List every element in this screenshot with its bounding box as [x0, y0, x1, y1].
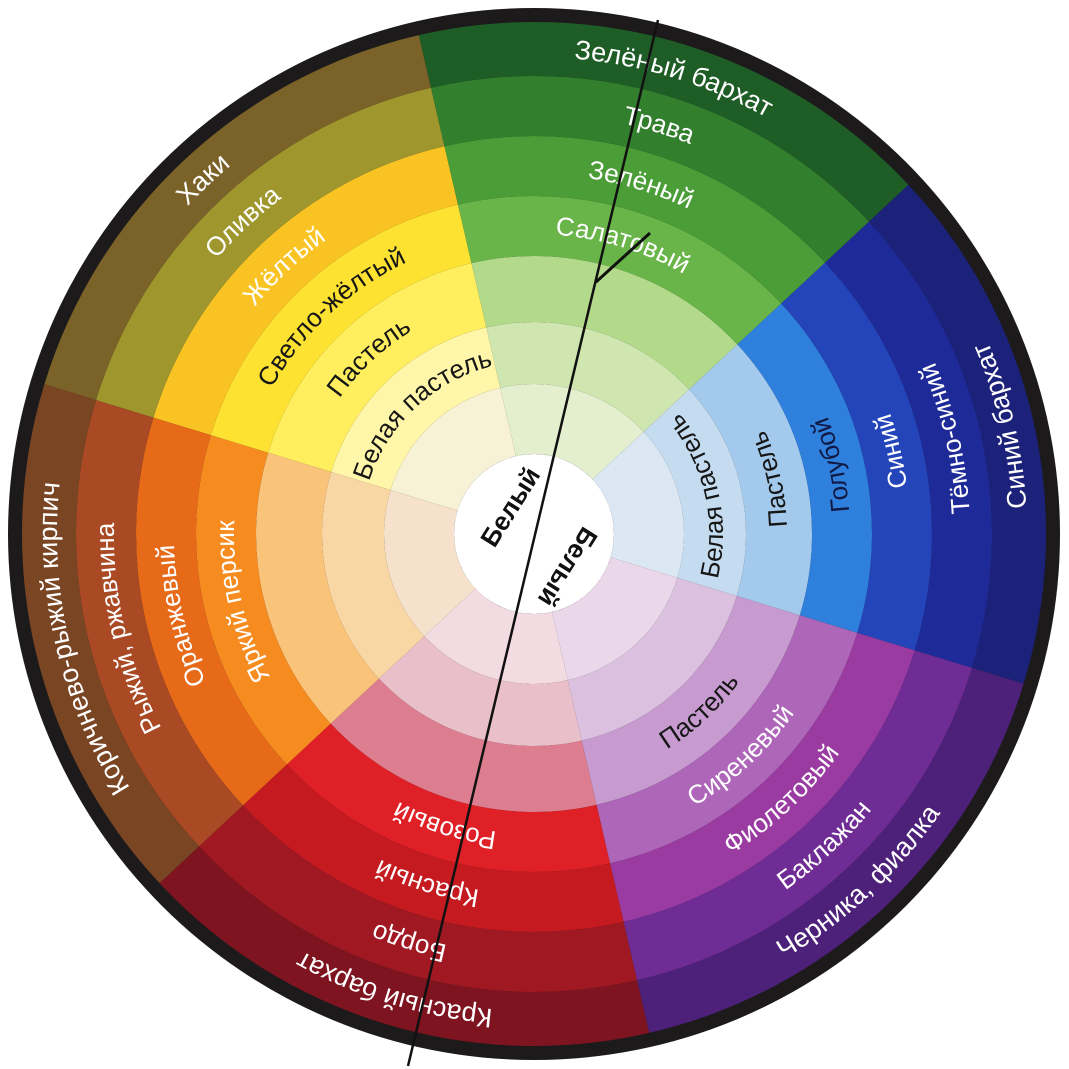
ring-band-yellow-4: [210, 204, 472, 453]
ring-band-yellow-7: [44, 35, 431, 401]
ring-band-green-7: [418, 21, 909, 222]
ring-band-blue-1: [592, 431, 684, 578]
ring-band-green-4: [457, 196, 782, 345]
ring-band-violet-6: [623, 650, 972, 981]
ring-band-red-7: [159, 846, 650, 1046]
ring-band-yellow-6: [96, 87, 445, 418]
ring-band-blue-2: [643, 389, 746, 596]
color-rings: [21, 21, 1046, 1046]
ring-band-violet-5: [610, 632, 915, 922]
ring-band-blue-6: [825, 221, 992, 668]
ring-band-green-1: [500, 384, 644, 480]
ring-band-green-6: [430, 76, 869, 263]
ring-band-yellow-1: [390, 387, 517, 511]
ring-band-violet-7: [637, 667, 1024, 1033]
ring-band-green-3: [471, 255, 738, 390]
ring-band-orange-7: [21, 384, 200, 884]
ring-band-red-6: [199, 805, 638, 992]
ring-band-red-4: [286, 723, 611, 872]
ring-band-red-1: [424, 588, 568, 684]
ring-band-yellow-3: [268, 263, 487, 473]
ring-band-violet-3: [581, 595, 800, 805]
ring-band-orange-6: [75, 400, 243, 847]
ring-band-orange-1: [383, 490, 476, 637]
ring-band-green-2: [486, 322, 690, 432]
ring-band-blue-4: [737, 303, 872, 633]
ring-band-red-2: [378, 636, 582, 747]
ring-band-violet-2: [567, 577, 737, 741]
ring-band-red-5: [242, 764, 624, 932]
ring-band-blue-5: [781, 262, 933, 651]
ring-band-blue-3: [689, 344, 813, 616]
ring-band-green-5: [444, 136, 826, 304]
ring-band-red-3: [330, 678, 597, 812]
ring-band-yellow-5: [153, 146, 458, 436]
ring-band-blue-7: [868, 184, 1046, 684]
diagonal-guide-line: [406, 19, 660, 1067]
ring-band-orange-5: [136, 417, 287, 806]
ring-band-orange-4: [196, 435, 331, 765]
ring-band-orange-3: [256, 452, 379, 724]
ring-band-violet-4: [596, 615, 858, 864]
ring-band-violet-1: [551, 557, 678, 681]
guide-line-tick: [594, 231, 652, 284]
ring-band-orange-2: [322, 472, 425, 679]
ring-band-yellow-2: [331, 327, 501, 491]
